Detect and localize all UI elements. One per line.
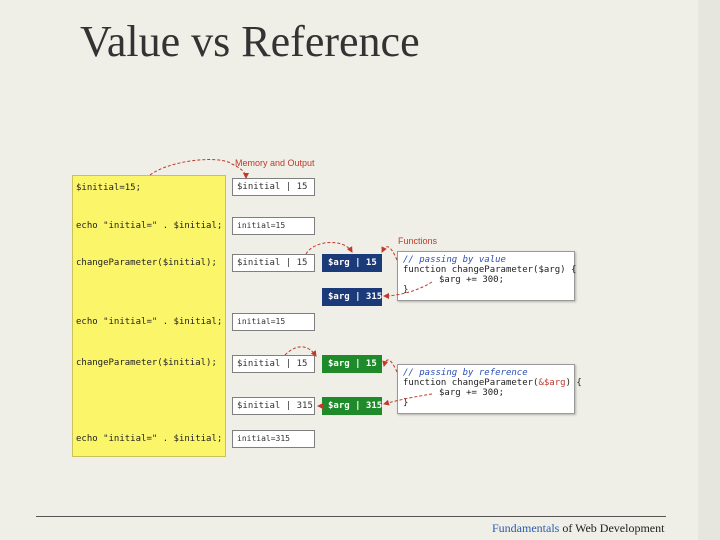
output-initial-315: initial=315 bbox=[232, 430, 315, 448]
arrow-ref-body-to-arg bbox=[383, 393, 433, 406]
slide-side-stripe bbox=[698, 0, 720, 540]
arg-reference-before: $arg | 15 bbox=[322, 355, 382, 373]
code-line-5: changeParameter($initial); bbox=[76, 358, 217, 368]
code-line-1: $initial=15; bbox=[76, 183, 142, 193]
arg-value-after: $arg | 315 bbox=[322, 288, 382, 306]
arg-value-before: $arg | 15 bbox=[322, 254, 382, 272]
footer-text: Fundamentals of Web Development bbox=[492, 521, 664, 536]
memory-initial-15-a: $initial | 15 bbox=[232, 178, 315, 196]
functions-heading: Functions bbox=[398, 236, 438, 246]
code-line-3: changeParameter($initial); bbox=[76, 258, 217, 268]
function-by-value-box: // passing by value function changeParam… bbox=[397, 251, 577, 301]
fn-reference-signature: function changeParameter(&$arg) { bbox=[403, 378, 582, 388]
code-line-4: echo "initial=" . $initial; bbox=[76, 317, 223, 327]
code-line-2: echo "initial=" . $initial; bbox=[76, 221, 223, 231]
fn-value-close: } bbox=[403, 285, 409, 295]
memory-initial-15-c: $initial | 15 bbox=[232, 355, 315, 373]
arrow-memory-to-arg-ref bbox=[284, 346, 317, 357]
arrow-function-to-arg-ref bbox=[382, 359, 398, 373]
footer-divider bbox=[36, 516, 666, 517]
fn-reference-signature-end: ) { bbox=[565, 378, 582, 388]
function-by-reference-box: // passing by reference function changeP… bbox=[397, 364, 582, 414]
footer-part-1: Fundamentals bbox=[492, 521, 560, 535]
fn-reference-close: } bbox=[403, 398, 409, 408]
memory-heading: Memory and Output bbox=[235, 158, 315, 168]
fn-reference-comment: // passing by reference bbox=[403, 368, 528, 378]
output-initial-15-a: initial=15 bbox=[232, 217, 315, 235]
fn-value-comment: // passing by value bbox=[403, 255, 506, 265]
fn-reference-body: $arg += 300; bbox=[439, 388, 505, 398]
arrow-code-to-memory bbox=[149, 159, 249, 179]
fn-reference-signature-start: function changeParameter( bbox=[403, 378, 539, 388]
arrow-function-to-arg bbox=[381, 246, 398, 261]
memory-initial-15-b: $initial | 15 bbox=[232, 254, 315, 272]
arrow-memory-to-arg bbox=[305, 242, 353, 255]
fn-reference-ref-param: &$arg bbox=[538, 378, 566, 388]
output-initial-15-b: initial=15 bbox=[232, 313, 315, 331]
footer-part-2: of Web Development bbox=[559, 521, 665, 535]
code-line-6: echo "initial=" . $initial; bbox=[76, 434, 223, 444]
arrow-value-body-to-arg bbox=[383, 281, 433, 299]
fn-value-body: $arg += 300; bbox=[439, 275, 505, 285]
fn-value-signature: function changeParameter($arg) { bbox=[403, 265, 577, 275]
code-column bbox=[72, 175, 226, 457]
memory-initial-315: $initial | 315 bbox=[232, 397, 315, 415]
slide-title: Value vs Reference bbox=[80, 17, 420, 66]
arg-reference-after: $arg | 315 bbox=[322, 397, 382, 415]
